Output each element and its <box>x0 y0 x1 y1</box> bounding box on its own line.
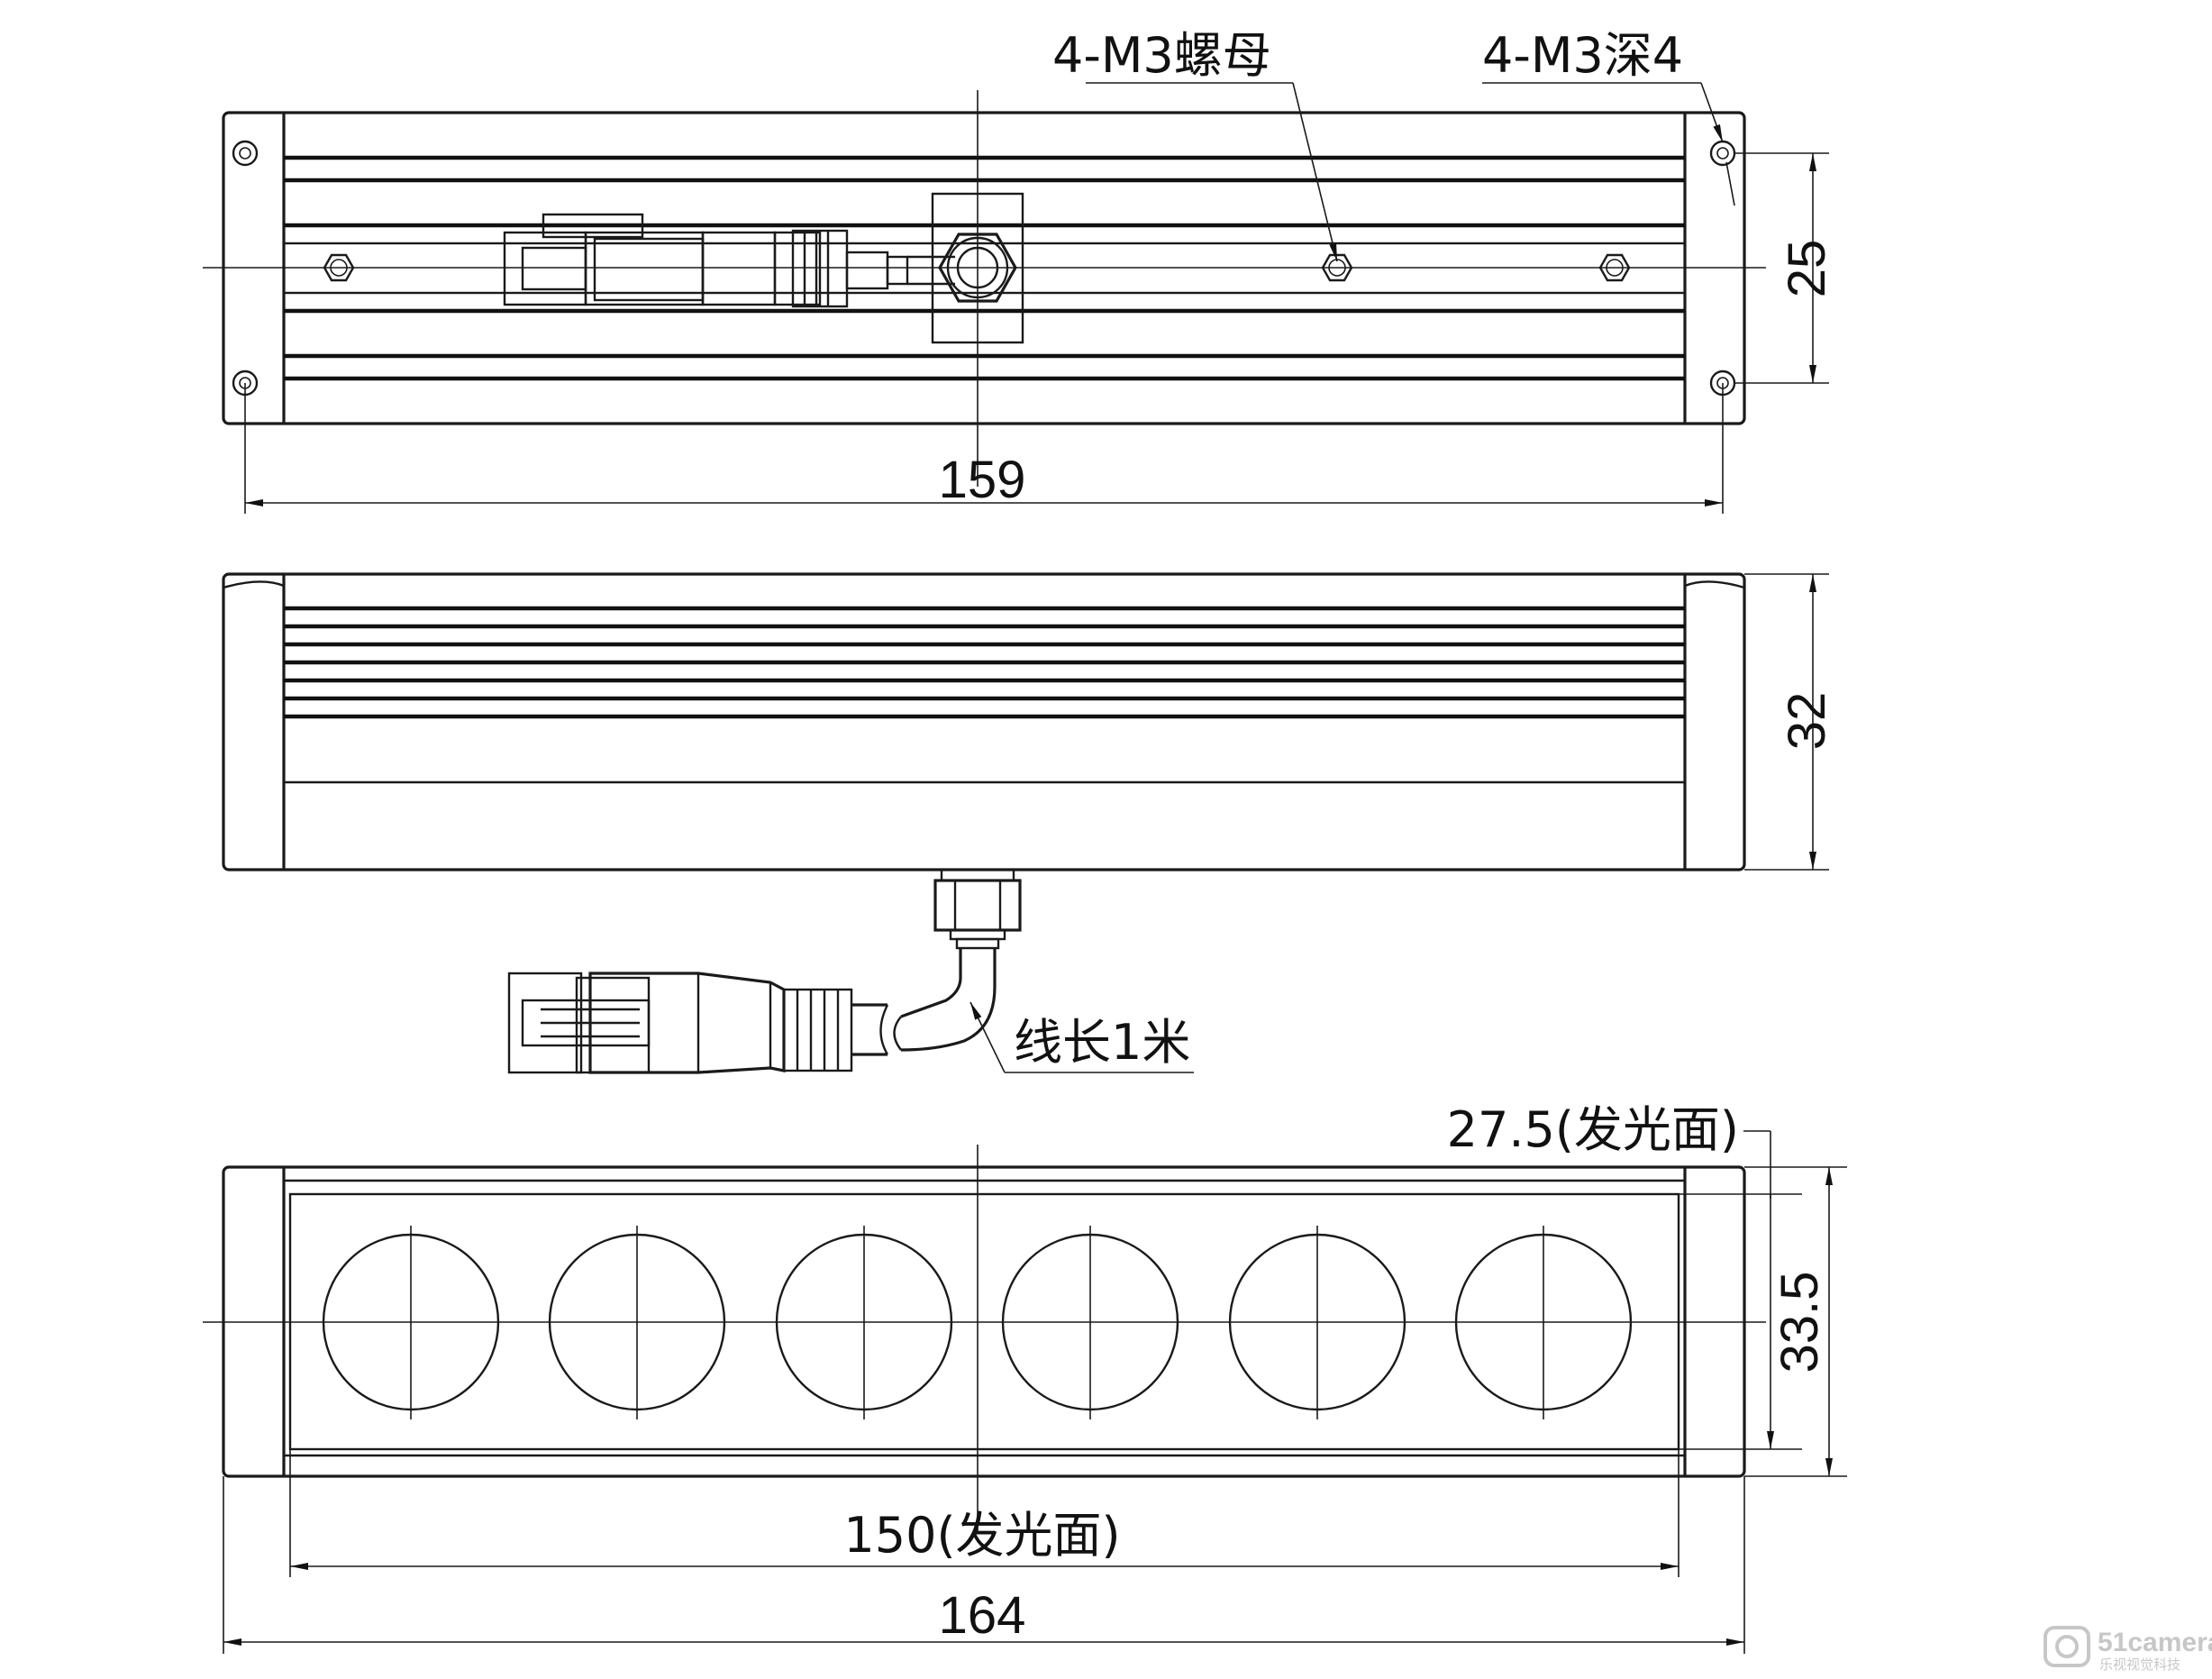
dim-front-height: 33.5 <box>1771 1272 1829 1373</box>
side-view: 32 <box>222 572 1836 871</box>
dim-front-emitting-height: 27.5(发光面) <box>1447 1101 1739 1158</box>
dim-front-length: 164 <box>939 1586 1026 1645</box>
top-view: 159 25 4-M3螺母 4-M3深4 <box>203 27 1836 514</box>
dim-top-height: 25 <box>1778 240 1836 298</box>
dim-top-length: 159 <box>939 451 1026 509</box>
dim-front-emitting-length: 150(发光面) <box>843 1507 1120 1564</box>
hole-callout-label: 4-M3深4 <box>1482 27 1683 84</box>
nut-callout-label: 4-M3螺母 <box>1052 27 1271 84</box>
cable-assembly: 线长1米 <box>507 868 1194 1074</box>
watermark-logo: 51camera 乐视视觉科技 <box>2044 1626 2212 1673</box>
side-view-grooves <box>284 606 1685 719</box>
front-view: 27.5(发光面) 33.5 150(发光面) 164 <box>203 1101 1847 1654</box>
cable-length-label: 线长1米 <box>1014 1014 1190 1071</box>
watermark-brand: 51camera <box>2098 1628 2212 1657</box>
top-view-grooves <box>284 155 1685 381</box>
watermark-tagline: 乐视视觉科技 <box>2099 1657 2180 1673</box>
dim-side-height: 32 <box>1778 692 1836 751</box>
